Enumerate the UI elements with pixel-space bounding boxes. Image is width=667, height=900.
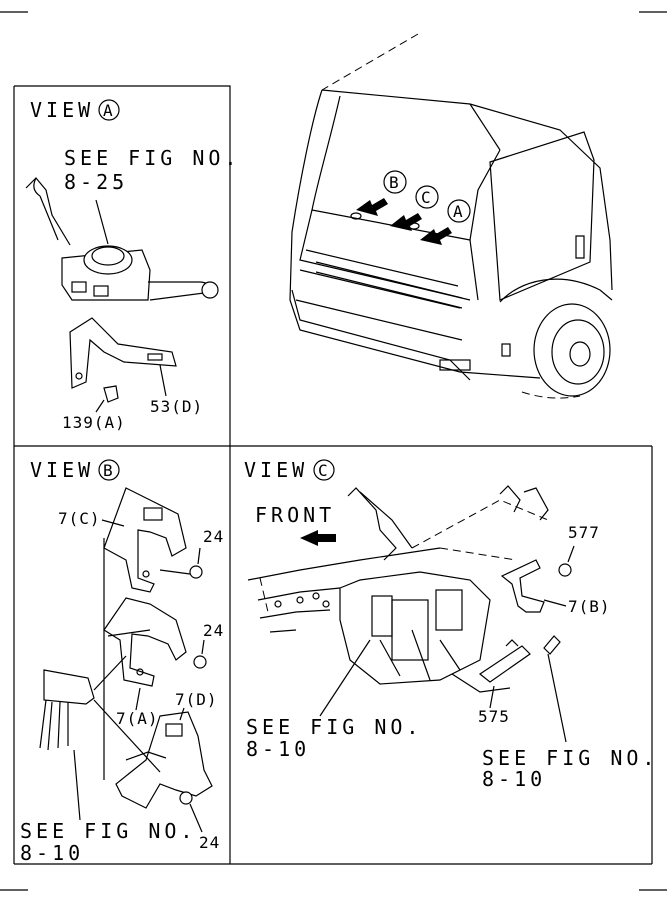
view-b-letter: B — [103, 461, 114, 480]
part-label-7b: 7(B) — [568, 597, 611, 616]
part-label-24-2: 24 — [203, 621, 224, 640]
bolt-577-icon — [558, 563, 572, 577]
front-arrow-icon — [300, 530, 336, 546]
leader-7c — [101, 519, 125, 527]
front-label: FRONT — [255, 503, 335, 527]
nut-24-2-icon — [193, 655, 207, 669]
truck-cab-drawing — [289, 33, 613, 399]
leader-c-fig-ref-1 — [319, 639, 371, 717]
part-label-7a: 7(A) — [116, 709, 159, 728]
view-a-panel: VIEW A SEE FIG NO. 8-25 53(D) — [25, 98, 240, 432]
arrow-c-letter-circle — [415, 185, 439, 209]
view-b-title: VIEW — [30, 458, 94, 482]
arrow-a-letter-circle — [447, 199, 471, 223]
arrow-a-icon — [420, 227, 452, 245]
view-c-fig-ref-2-line2: 8-10 — [482, 767, 546, 791]
arrow-a-letter: A — [453, 202, 464, 221]
arrow-c-letter: C — [421, 188, 432, 207]
bracket-7a-drawing — [103, 597, 187, 687]
connector-assembly-drawing — [39, 538, 161, 821]
part-label-24-1: 24 — [203, 527, 224, 546]
view-a-letter-circle — [98, 99, 120, 121]
part-label-575: 575 — [478, 707, 510, 726]
leader-7a — [135, 687, 141, 711]
part-label-53d: 53(D) — [150, 397, 203, 416]
bolt-139a-drawing — [95, 385, 119, 413]
view-c-fig-ref-1-line1: SEE FIG NO. — [246, 715, 422, 739]
nut-24-1-icon — [189, 565, 203, 579]
part-label-139a: 139(A) — [62, 413, 126, 432]
view-c-letter: C — [318, 461, 329, 480]
leader-24-3 — [189, 803, 203, 833]
combination-switch-drawing — [25, 177, 219, 301]
leader-575 — [489, 685, 495, 709]
view-a-letter: A — [103, 101, 114, 120]
bracket-575-drawing — [451, 639, 531, 693]
view-c-title: VIEW — [244, 458, 308, 482]
part-label-24-3: 24 — [199, 833, 220, 852]
leader-577 — [567, 545, 575, 563]
view-c-fig-ref-2-line1: SEE FIG NO. — [482, 746, 658, 770]
view-c-letter-circle — [313, 459, 335, 481]
leader-7b — [543, 599, 567, 607]
view-a-title: VIEW — [30, 98, 94, 122]
arrow-b-letter: B — [389, 173, 400, 192]
view-a-fig-ref-line1: SEE FIG NO. — [64, 146, 240, 170]
view-b-fig-ref-line2: 8-10 — [20, 841, 84, 865]
view-b-letter-circle — [98, 459, 120, 481]
dashboard-frame-drawing — [247, 485, 549, 685]
sensor-connector-drawing — [543, 635, 567, 743]
arrow-c-icon — [390, 213, 422, 231]
bracket-7d-drawing — [115, 711, 213, 809]
part-label-577: 577 — [568, 523, 600, 542]
leader-7d — [179, 707, 185, 721]
part-label-7d: 7(D) — [175, 690, 218, 709]
view-a-fig-ref-line2: 8-25 — [64, 170, 128, 194]
leader-24-1 — [197, 547, 201, 565]
view-b-fig-ref-line1: SEE FIG NO. — [20, 819, 196, 843]
panel-frames — [13, 85, 653, 865]
sheet-corner-marks — [0, 11, 667, 891]
view-c-panel: VIEW C FRONT — [244, 458, 658, 791]
view-b-panel: VIEW B 7(C) 24 24 7(A) — [20, 458, 224, 865]
truck-view-arrows: B C A — [356, 170, 471, 245]
nut-24-3-icon — [179, 791, 193, 805]
arrow-b-letter-circle — [383, 170, 407, 194]
part-label-7c: 7(C) — [58, 509, 101, 528]
bracket-53d-drawing — [69, 317, 177, 397]
leader-24-2 — [201, 639, 205, 655]
bracket-7b-drawing — [500, 559, 545, 613]
arrow-b-icon — [356, 198, 388, 216]
view-c-fig-ref-1-line2: 8-10 — [246, 737, 310, 761]
bracket-7c-drawing — [103, 487, 191, 593]
